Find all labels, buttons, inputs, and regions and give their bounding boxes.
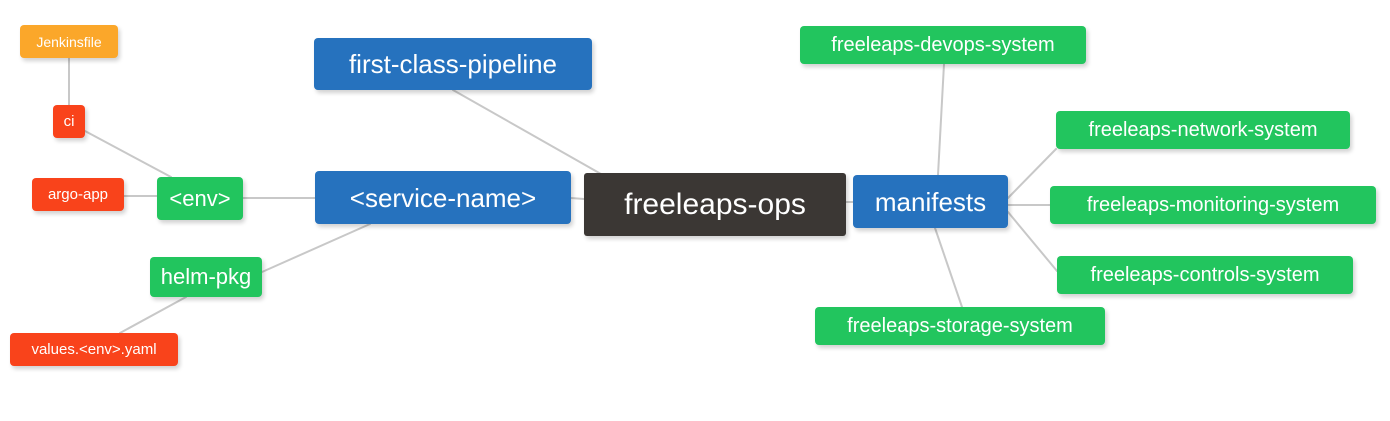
edge-service-name-to-helm-pkg xyxy=(261,223,371,273)
node-label-argo-app: argo-app xyxy=(47,186,109,203)
edge-manifests-to-freeleaps-network-system xyxy=(1007,148,1057,199)
node-label-freeleaps-devops-system: freeleaps-devops-system xyxy=(831,34,1055,56)
node-label-first-class-pipeline: first-class-pipeline xyxy=(348,49,558,79)
mindmap-node-jenkinsfile[interactable]: Jenkinsfile xyxy=(20,25,118,58)
node-label-jenkinsfile: Jenkinsfile xyxy=(36,33,102,50)
edge-freeleaps-ops-to-first-class-pipeline xyxy=(452,89,602,175)
node-label-manifests: manifests xyxy=(874,186,987,217)
node-label-service-name: <service-name> xyxy=(349,182,537,213)
mindmap-node-ci[interactable]: ci xyxy=(53,105,85,138)
node-label-freeleaps-network-system: freeleaps-network-system xyxy=(1088,119,1318,141)
node-label-freeleaps-storage-system: freeleaps-storage-system xyxy=(847,315,1073,337)
node-label-env: <env> xyxy=(169,185,231,211)
node-label-freeleaps-ops: freeleaps-ops xyxy=(624,187,806,221)
edge-manifests-to-freeleaps-devops-system xyxy=(937,63,945,176)
mindmap-node-freeleaps-network-system[interactable]: freeleaps-network-system xyxy=(1056,111,1350,149)
node-label-ci: ci xyxy=(63,113,75,130)
node-label-values-env-yaml: values.<env>.yaml xyxy=(31,341,157,358)
edge-manifests-to-freeleaps-storage-system xyxy=(934,227,963,308)
node-label-freeleaps-monitoring-system: freeleaps-monitoring-system xyxy=(1086,194,1340,216)
mindmap-node-freeleaps-storage-system[interactable]: freeleaps-storage-system xyxy=(815,307,1105,345)
mindmap-node-service-name[interactable]: <service-name> xyxy=(315,171,571,224)
mindmap-node-freeleaps-ops[interactable]: freeleaps-ops xyxy=(584,173,846,236)
mindmap-node-argo-app[interactable]: argo-app xyxy=(32,178,124,211)
edge-helm-pkg-to-values-env-yaml xyxy=(119,296,187,334)
edge-env-to-ci xyxy=(84,130,172,178)
mindmap-node-helm-pkg[interactable]: helm-pkg xyxy=(150,257,262,297)
mindmap-node-freeleaps-controls-system[interactable]: freeleaps-controls-system xyxy=(1057,256,1353,294)
node-label-helm-pkg: helm-pkg xyxy=(160,264,252,289)
mindmap-node-freeleaps-devops-system[interactable]: freeleaps-devops-system xyxy=(800,26,1086,64)
mindmap-node-values-env-yaml[interactable]: values.<env>.yaml xyxy=(10,333,178,366)
mindmap-node-freeleaps-monitoring-system[interactable]: freeleaps-monitoring-system xyxy=(1050,186,1376,224)
edge-freeleaps-ops-to-service-name xyxy=(570,197,585,200)
node-label-freeleaps-controls-system: freeleaps-controls-system xyxy=(1090,264,1320,286)
mindmap-node-manifests[interactable]: manifests xyxy=(853,175,1008,228)
mindmap-node-env[interactable]: <env> xyxy=(157,177,243,220)
mindmap-node-first-class-pipeline[interactable]: first-class-pipeline xyxy=(314,38,592,90)
